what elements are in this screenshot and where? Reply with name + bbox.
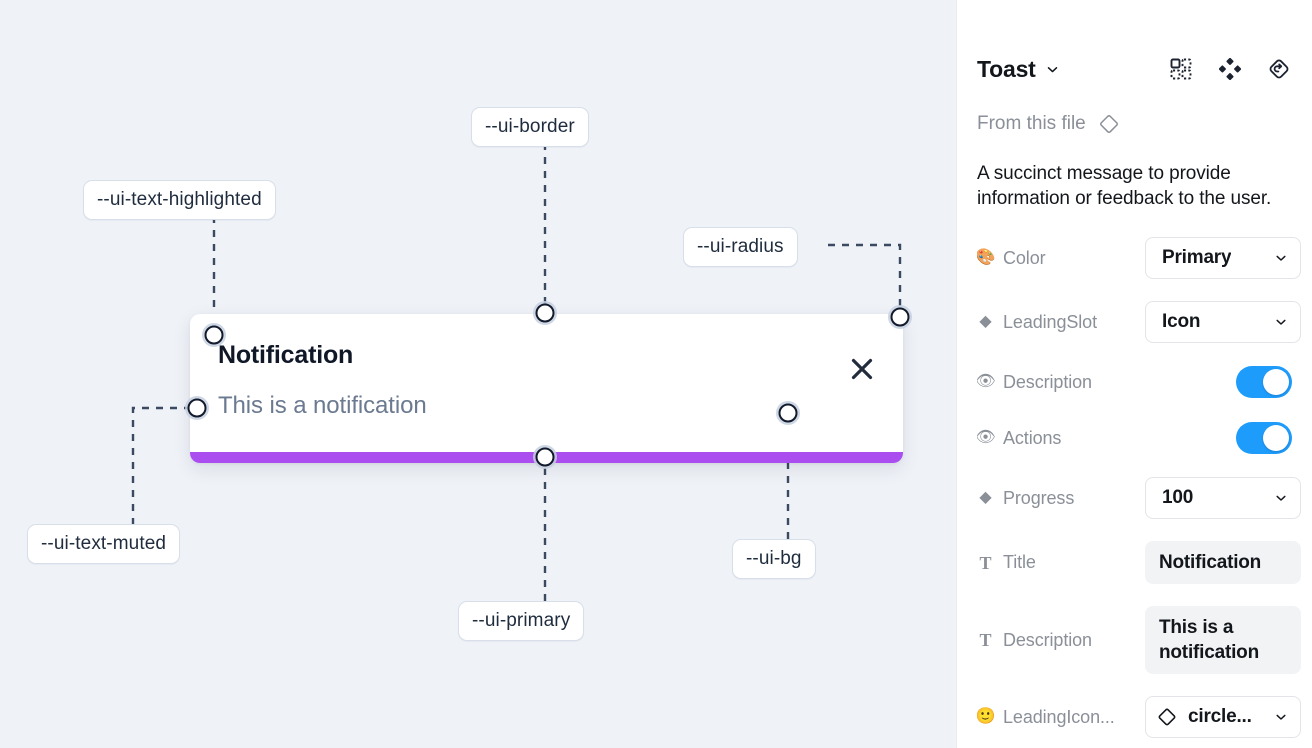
property-label-text: Description [1003,371,1092,392]
diamond-solid-icon: ◆ [979,489,992,506]
description-input[interactable]: This is a notification [1145,606,1301,674]
property-label-description-text: T Description [977,630,1145,651]
property-control-description-toggle [1234,366,1292,398]
smiley-emoji-icon: 🙂 [977,708,996,725]
component-diamond-outline-icon [1156,706,1178,728]
wire-ui-text-muted [131,406,189,525]
property-label-text: Actions [1003,427,1062,448]
token-pill-ui-primary[interactable]: --ui-primary [458,601,585,641]
property-list: 🎨 Color Primary ◆ LeadingSlot [977,237,1301,738]
title-input[interactable]: Notification [1145,541,1301,584]
chevron-down-icon[interactable] [1045,62,1060,77]
chevron-down-icon [1266,710,1288,724]
reset-instance-icon[interactable] [1266,56,1292,82]
property-row-leading-slot: ◆ LeadingSlot Icon [977,301,1301,343]
property-label-leading-slot: ◆ LeadingSlot [977,312,1145,333]
property-label-text: Description [1003,629,1092,650]
leading-slot-select-value: Icon [1162,311,1201,332]
token-pill-ui-bg[interactable]: --ui-bg [732,539,816,579]
panel-title: Toast [977,55,1036,82]
property-label-description: 👁 Description [977,372,1145,393]
toast-component-preview[interactable]: Notification This is a notification [190,314,903,463]
property-control-title: Notification [1145,541,1301,584]
anchor-handle-ui-bg[interactable] [778,403,798,423]
anchor-handle-ui-text-highlighted[interactable] [204,325,224,345]
from-this-file-label: From this file [977,113,1086,134]
variants-grid-icon[interactable] [1168,56,1194,82]
diamond-solid-icon: ◆ [979,313,992,330]
property-label-color: 🎨 Color [977,248,1145,269]
anchor-handle-ui-primary[interactable] [535,447,555,467]
anchor-handle-ui-text-muted[interactable] [187,398,207,418]
property-row-leading-icon: 🙂 LeadingIcon... circle... [977,696,1301,738]
chevron-down-icon [1266,491,1288,505]
property-label-title: T Title [977,552,1145,573]
component-description: A succinct message to provide informatio… [977,163,1272,209]
close-x-icon[interactable] [849,356,875,382]
token-pill-ui-border[interactable]: --ui-border [471,107,589,147]
eye-emoji-icon: 👁 [977,373,996,390]
toast-description: This is a notification [218,392,427,419]
property-label-text: LeadingSlot [1003,311,1097,332]
description-toggle[interactable] [1236,366,1292,398]
wire-ui-radius [828,243,902,309]
color-select-value: Primary [1162,247,1232,268]
toggle-knob [1263,369,1289,395]
property-row-description-toggle: 👁 Description [977,365,1292,399]
from-this-file-row[interactable]: From this file [977,112,1292,136]
property-control-leading-icon: circle... [1145,696,1301,738]
property-label-actions: 👁 Actions [977,428,1145,449]
property-control-actions-toggle [1234,422,1292,454]
palette-emoji-icon: 🎨 [977,249,996,266]
design-canvas[interactable]: --ui-text-highlighted --ui-border --ui-r… [0,0,956,748]
property-row-actions-toggle: 👁 Actions [977,421,1292,455]
property-row-description-text: T Description This is a notification [977,606,1301,674]
anchor-handle-ui-border[interactable] [535,303,555,323]
chevron-down-icon [1266,315,1288,329]
property-control-leading-slot: Icon [1145,301,1301,343]
leading-icon-select[interactable]: circle... [1145,696,1301,738]
property-row-color: 🎨 Color Primary [977,237,1301,279]
property-control-progress: 100 [1145,477,1301,519]
property-row-title: T Title Notification [977,541,1301,584]
property-control-description-text: This is a notification [1145,606,1301,674]
property-label-text: Title [1003,552,1036,572]
text-t-icon: T [979,630,992,650]
properties-panel: Toast [956,0,1312,748]
anchor-handle-ui-radius[interactable] [890,307,910,327]
toggle-knob [1263,425,1289,451]
leading-icon-select-value: circle... [1188,706,1252,727]
actions-toggle[interactable] [1236,422,1292,454]
progress-select[interactable]: 100 [1145,477,1301,519]
property-label-progress: ◆ Progress [977,488,1145,509]
panel-header-icons [1168,56,1292,82]
property-label-text: Progress [1003,487,1075,508]
token-pill-ui-radius[interactable]: --ui-radius [683,227,798,267]
progress-select-value: 100 [1162,487,1194,508]
token-pill-ui-text-muted[interactable]: --ui-text-muted [27,524,181,564]
property-label-text: LeadingIcon... [1003,706,1115,727]
panel-header: Toast [977,52,1292,86]
property-control-color: Primary [1145,237,1301,279]
eye-emoji-icon: 👁 [977,429,996,446]
leading-slot-select[interactable]: Icon [1145,301,1301,343]
property-label-text: Color [1003,247,1046,268]
token-pill-ui-text-highlighted[interactable]: --ui-text-highlighted [83,180,276,220]
component-diamond-outline-icon [1097,112,1121,136]
toast-title: Notification [218,341,354,369]
component-diamond-icon[interactable] [1217,56,1243,82]
text-t-icon: T [979,552,992,573]
chevron-down-icon [1266,251,1288,265]
color-select[interactable]: Primary [1145,237,1301,279]
property-row-progress: ◆ Progress 100 [977,477,1301,519]
property-label-leading-icon: 🙂 LeadingIcon... [977,707,1145,728]
